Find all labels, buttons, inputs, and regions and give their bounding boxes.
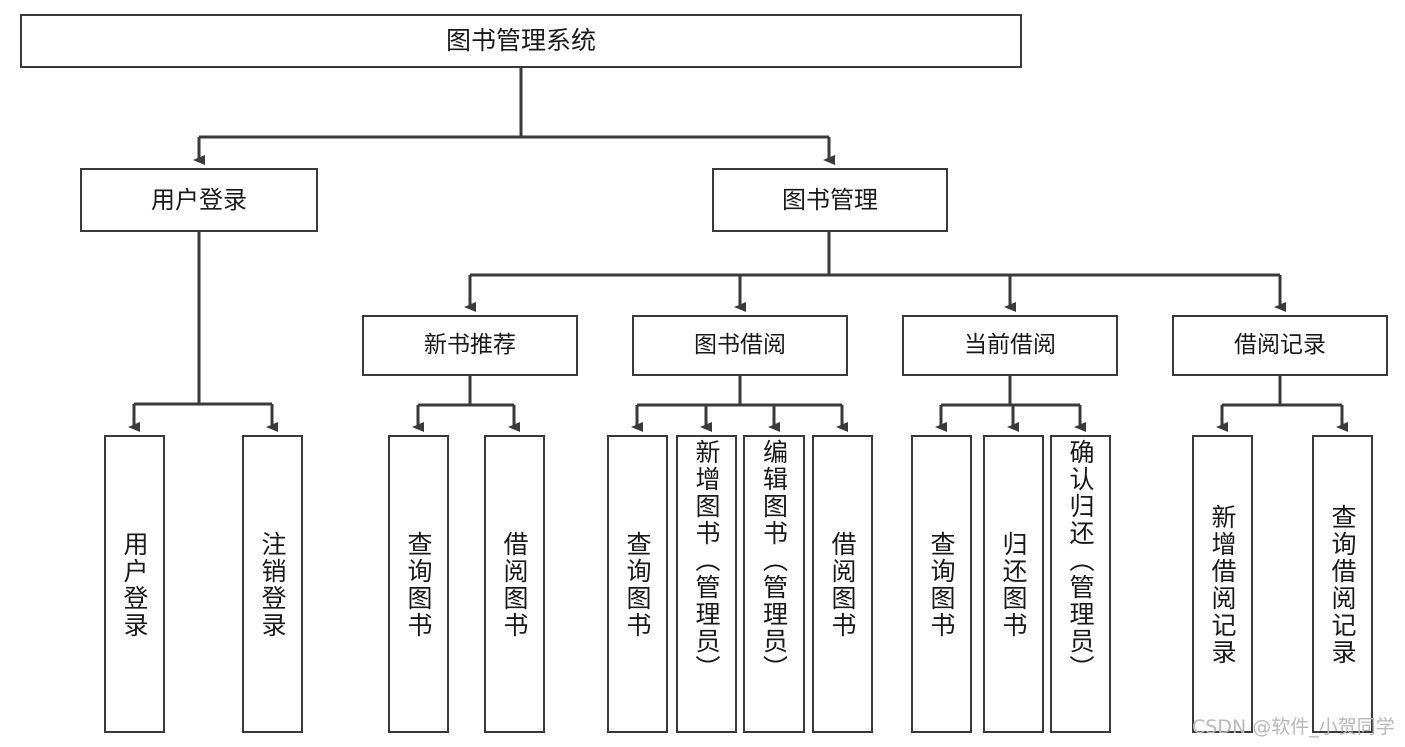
leaf-node-query-borrow-record[interactable]: 查询借阅记录 — [1312, 435, 1373, 733]
leaf-label-borrow-book-1: 借阅图书 — [500, 531, 529, 639]
leaf-label-add-book-admin: 新增图书（管理员） — [692, 439, 721, 682]
leaf-node-add-book-admin[interactable]: 新增图书（管理员） — [676, 435, 737, 733]
leaf-node-return-book[interactable]: 归还图书 — [983, 435, 1044, 733]
leaf-node-confirm-return-admin[interactable]: 确认归还（管理员） — [1050, 435, 1111, 733]
leaf-node-user-login[interactable]: 用户登录 — [104, 435, 165, 733]
node-book-manage[interactable]: 图书管理 — [712, 168, 948, 232]
node-label-book-manage: 图书管理 — [782, 185, 878, 214]
node-user-login[interactable]: 用户登录 — [80, 168, 318, 232]
leaf-label-query-borrow-record: 查询借阅记录 — [1328, 504, 1357, 666]
leaf-node-query-book-2[interactable]: 查询图书 — [607, 435, 668, 733]
node-label-user-login: 用户登录 — [151, 185, 247, 214]
node-label-borrow-record: 借阅记录 — [1234, 331, 1326, 358]
leaf-label-return-book: 归还图书 — [999, 531, 1028, 639]
leaf-label-add-borrow-record: 新增借阅记录 — [1208, 504, 1237, 666]
node-book-borrow[interactable]: 图书借阅 — [632, 315, 848, 376]
node-label-book-borrow: 图书借阅 — [694, 331, 786, 358]
node-label-root: 图书管理系统 — [445, 26, 596, 55]
leaf-label-confirm-return-admin: 确认归还（管理员） — [1066, 439, 1095, 682]
leaf-label-logout: 注销登录 — [258, 531, 287, 639]
leaf-node-query-book-3[interactable]: 查询图书 — [911, 435, 972, 733]
node-root-system[interactable]: 图书管理系统 — [20, 14, 1022, 68]
leaf-node-query-book-1[interactable]: 查询图书 — [388, 435, 449, 733]
node-label-new-book-rec: 新书推荐 — [424, 331, 516, 358]
node-label-current-borrow: 当前借阅 — [964, 331, 1056, 358]
node-current-borrow[interactable]: 当前借阅 — [902, 315, 1118, 376]
leaf-label-user-login: 用户登录 — [120, 531, 149, 639]
node-new-book-rec[interactable]: 新书推荐 — [362, 315, 578, 376]
node-borrow-record[interactable]: 借阅记录 — [1172, 315, 1388, 376]
leaf-label-query-book-1: 查询图书 — [404, 531, 433, 639]
leaf-label-query-book-3: 查询图书 — [927, 531, 956, 639]
leaf-node-add-borrow-record[interactable]: 新增借阅记录 — [1192, 435, 1253, 733]
leaf-node-borrow-book-1[interactable]: 借阅图书 — [484, 435, 545, 733]
leaf-node-logout[interactable]: 注销登录 — [242, 435, 303, 733]
leaf-node-borrow-book-2[interactable]: 借阅图书 — [812, 435, 873, 733]
leaf-label-query-book-2: 查询图书 — [623, 531, 652, 639]
leaf-node-edit-book-admin[interactable]: 编辑图书（管理员） — [743, 435, 805, 733]
leaf-label-borrow-book-2: 借阅图书 — [828, 531, 857, 639]
leaf-label-edit-book-admin: 编辑图书（管理员） — [759, 439, 789, 682]
